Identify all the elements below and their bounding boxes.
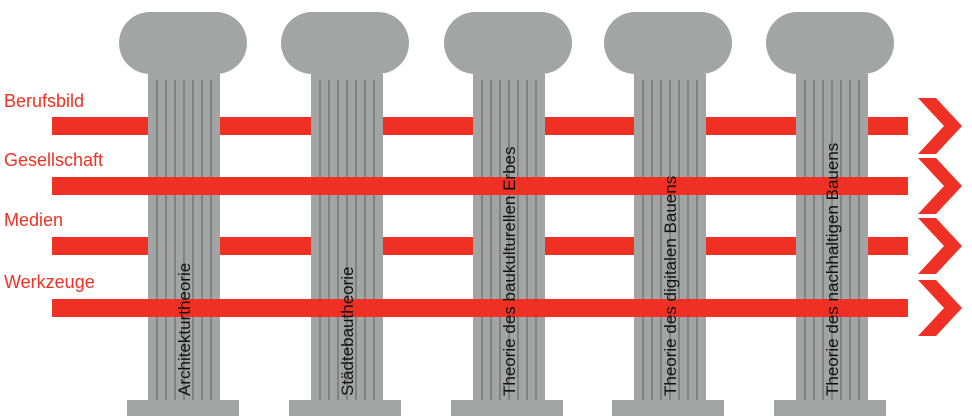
band-gesellschaft (52, 177, 908, 195)
pillar-label-staedtebautheorie: Städtebautheorie (338, 267, 357, 397)
pillar-flutes (156, 80, 212, 400)
arrow-head-werkzeuge (918, 280, 962, 336)
band-berufsbild (52, 117, 908, 135)
pillar-flutes (804, 80, 860, 400)
pillar-flutes (319, 80, 375, 400)
pillar-capital (444, 12, 572, 74)
arrow-head-gesellschaft (918, 158, 962, 214)
row-label-werkzeuge: Werkzeuge (4, 272, 95, 292)
pillar-flutes (642, 80, 698, 400)
row-label-berufsbild: Berufsbild (4, 91, 84, 111)
pillar-base (774, 400, 886, 416)
pillar-flutes (481, 80, 537, 400)
pillar-staedtebautheorie (281, 12, 409, 416)
pillar-base (127, 400, 239, 416)
row-label-medien: Medien (4, 210, 63, 230)
pillar-label-architekturtheorie: Architekturtheorie (175, 263, 194, 396)
pillar-base (289, 400, 401, 416)
pillar-capital (604, 12, 732, 74)
arrow-heads (918, 98, 962, 336)
pillar-label-baukulturelles-erbe: Theorie des baukulturellen Erbes (500, 147, 519, 396)
pillar-label-nachhaltiges-bauen: Theorie des nachhaltigen Bauens (823, 143, 842, 396)
pillar-capital (281, 12, 409, 74)
band-werkzeuge (52, 299, 908, 317)
pillar-capital (119, 12, 247, 74)
pillar-base (612, 400, 724, 416)
pillar-label-digitales-bauen: Theorie des digitalen Bauens (661, 176, 680, 396)
pillar-nachhaltiges-bauen (766, 12, 894, 416)
pillar-baukulturelles-erbe (444, 12, 572, 416)
arrow-head-berufsbild (918, 98, 962, 154)
pillar-capital (766, 12, 894, 74)
band-medien (52, 237, 908, 255)
arrow-head-medien (918, 218, 962, 274)
pillar-base (451, 400, 563, 416)
pillar-architekturtheorie (119, 12, 247, 416)
row-label-gesellschaft: Gesellschaft (4, 150, 103, 170)
pillar-digitales-bauen (604, 12, 732, 416)
